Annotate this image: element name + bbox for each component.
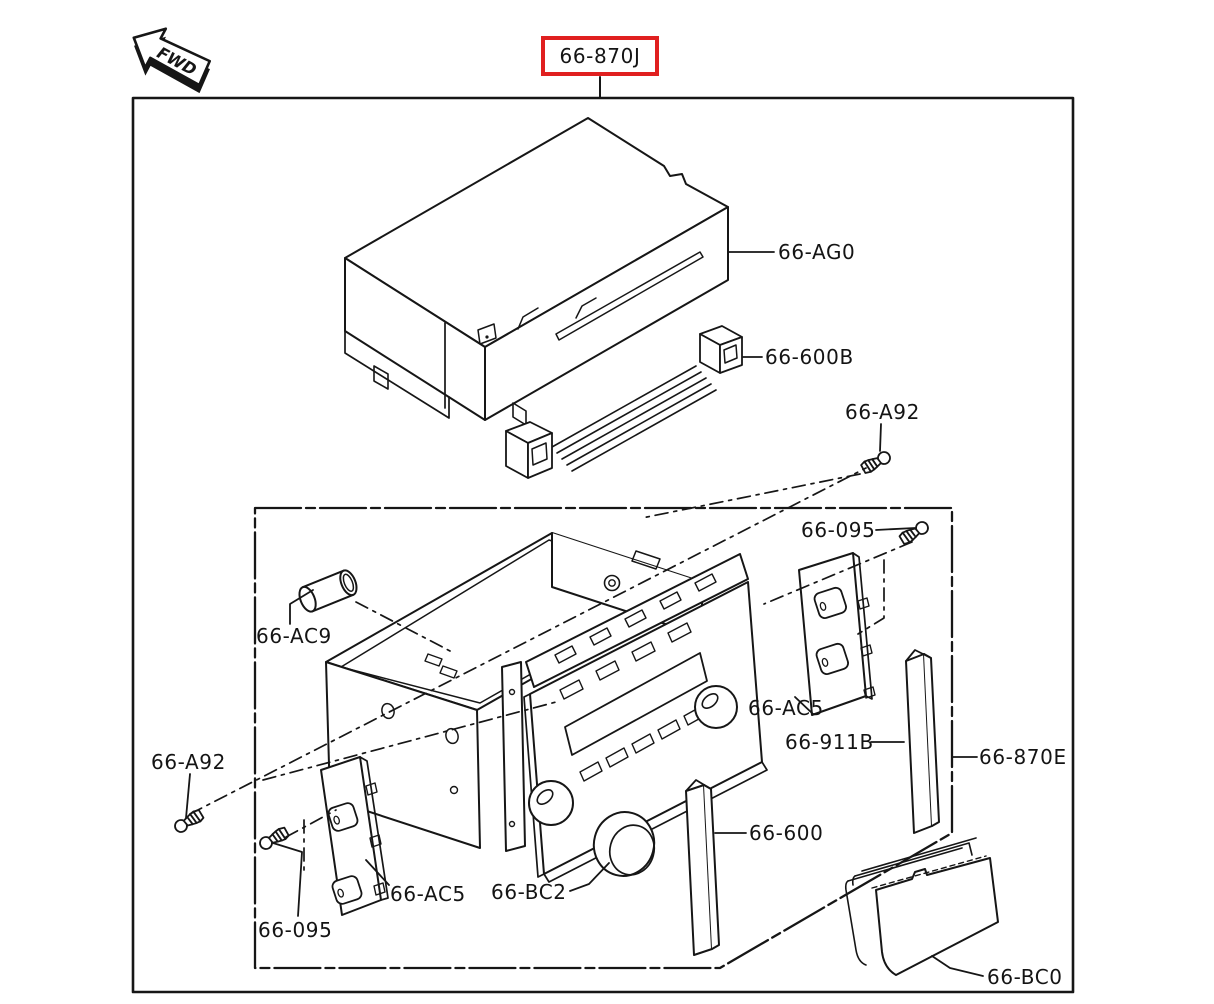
leader-a92-left (185, 773, 191, 819)
screw-66-a92-left (171, 807, 206, 836)
leader-a92-top (879, 423, 882, 452)
part-label-66-095-left[interactable]: 66-095 (258, 918, 333, 942)
knob-66-bc2-drawing (592, 811, 656, 877)
part-label-66-ac9[interactable]: 66-AC9 (256, 624, 332, 648)
part-label-66-911b[interactable]: 66-911B (785, 730, 874, 754)
part-label-66-a92-top[interactable]: 66-A92 (845, 400, 920, 424)
leader-ac5-right (794, 696, 814, 715)
fwd-arrow-icon: FWD (132, 27, 212, 94)
strip-66-911b-drawing (905, 649, 940, 834)
part-label-main: 66-870J (559, 44, 641, 68)
strip-66-600-drawing (685, 779, 720, 956)
leader-095-right (875, 527, 916, 531)
part-label-66-095-right[interactable]: 66-095 (801, 518, 876, 542)
part-label-66-bc2[interactable]: 66-BC2 (491, 880, 567, 904)
bracket-66-ac5-right-drawing (798, 552, 876, 716)
part-label-66-600b[interactable]: 66-600B (765, 345, 854, 369)
part-label-66-870e[interactable]: 66-870E (979, 745, 1067, 769)
part-label-66-ag0[interactable]: 66-AG0 (778, 240, 856, 264)
leader-095-left (272, 842, 303, 917)
bracket-66-600b-drawing (505, 325, 743, 479)
radio-display (564, 652, 708, 756)
cd-slot (555, 251, 704, 341)
screw-66-a92-top (859, 448, 894, 476)
inner-frame (253, 506, 954, 970)
panel-66-bc0-drawing (844, 837, 999, 976)
leader-ac9 (289, 589, 314, 625)
knob-upper (694, 685, 738, 729)
assembly-axis-lines (189, 467, 913, 873)
grommet-66-ac9-drawing (298, 569, 358, 613)
part-highlight-box[interactable]: 66-870J (541, 36, 659, 76)
screw-66-095-right (897, 518, 932, 547)
unit-66-ag0-drawing (344, 117, 729, 426)
part-label-66-a92-left[interactable]: 66-A92 (151, 750, 226, 774)
leader-bc0 (931, 955, 984, 977)
leader-bc2 (569, 862, 610, 892)
leader-lines (185, 251, 984, 977)
leader-ac5-left (365, 859, 390, 886)
knob-lower (528, 780, 574, 826)
part-label-66-ac5-left[interactable]: 66-AC5 (390, 882, 466, 906)
part-label-66-bc0[interactable]: 66-BC0 (987, 965, 1063, 989)
part-label-66-600[interactable]: 66-600 (749, 821, 824, 845)
part-label-66-ac5-right[interactable]: 66-AC5 (748, 696, 824, 720)
outer-frame (131, 96, 1075, 994)
radio-unit-drawing (501, 553, 768, 883)
